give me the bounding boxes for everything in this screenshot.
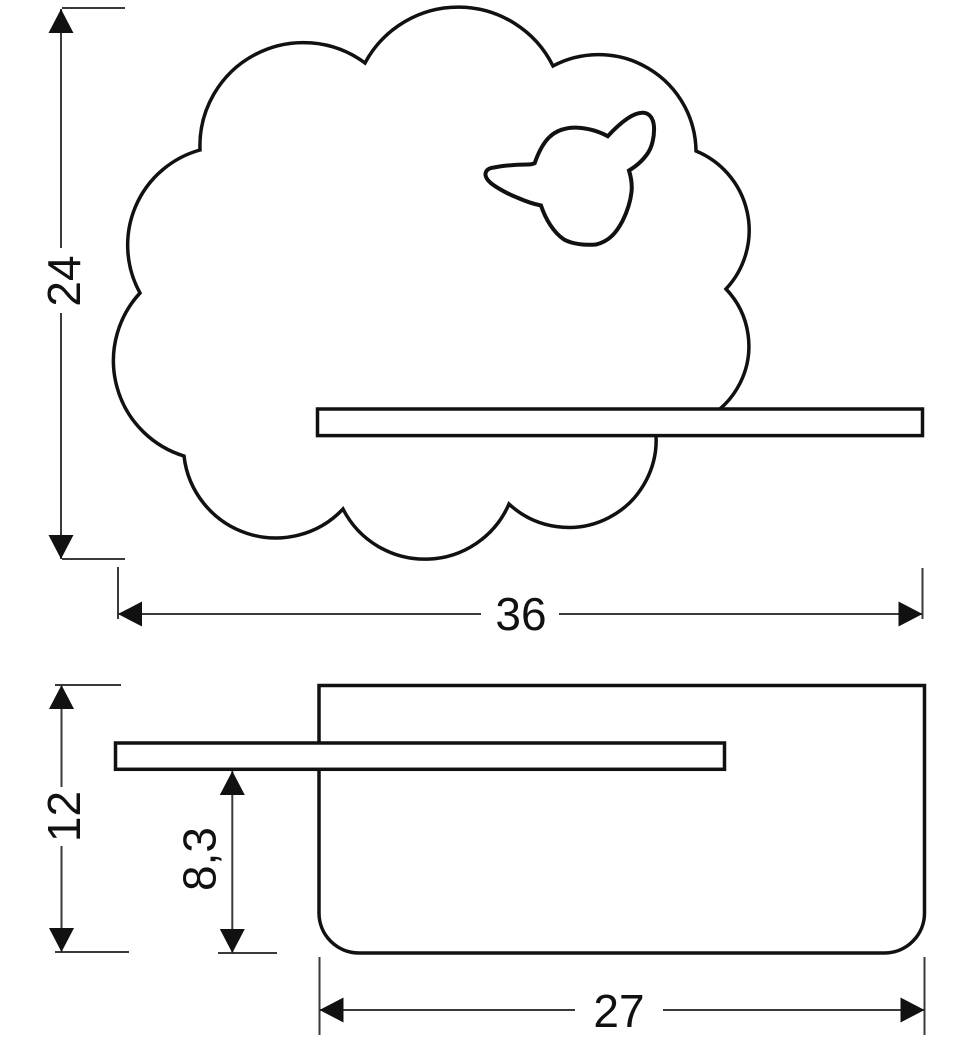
svg-text:12: 12 (38, 791, 90, 842)
svg-text:8,3: 8,3 (174, 827, 226, 891)
svg-text:24: 24 (38, 255, 90, 306)
svg-text:36: 36 (495, 588, 546, 640)
svg-text:27: 27 (593, 985, 644, 1037)
